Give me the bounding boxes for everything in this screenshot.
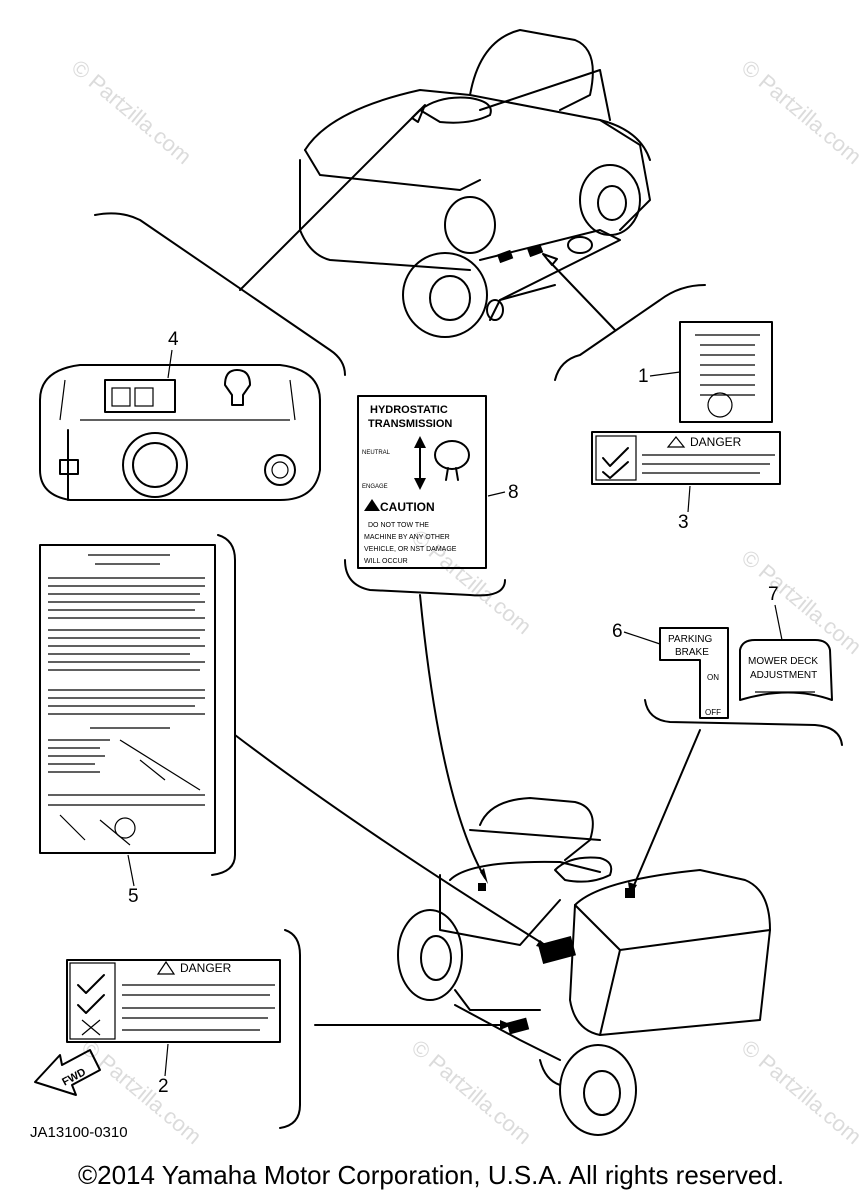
mower-deck-adjustment-decal: MOWER DECK ADJUSTMENT <box>739 639 833 701</box>
hydro-body-3: VEHICLE, OR NST DAMAGE <box>364 546 457 553</box>
callout-1: 1 <box>638 366 649 387</box>
leader-line <box>234 734 546 946</box>
watermark: © Partzilla.com <box>737 1035 862 1149</box>
watermark: © Partzilla.com <box>737 545 862 659</box>
leader-line <box>419 594 486 879</box>
bracket-line <box>554 284 706 381</box>
mower-deck-line2: ADJUSTMENT <box>750 670 817 681</box>
hydro-caution: CAUTION <box>380 500 435 514</box>
watermark: © Partzilla.com <box>407 1035 537 1149</box>
hydro-neutral: NEUTRAL <box>362 450 391 456</box>
callout-5: 5 <box>128 886 139 907</box>
leader-line <box>623 631 661 645</box>
hydro-engage: ENGAGE <box>362 484 388 490</box>
callout-3: 3 <box>678 512 689 533</box>
dash-panel-decal <box>39 364 321 501</box>
callout-7: 7 <box>768 584 779 605</box>
hydro-title-2: TRANSMISSION <box>368 418 452 430</box>
leader-line <box>487 491 506 497</box>
danger-title-bottom: DANGER <box>180 961 232 975</box>
bracket-line <box>279 929 301 1129</box>
bracket-line <box>644 699 843 746</box>
danger-title: DANGER <box>690 435 742 449</box>
danger-decal-top: DANGER <box>591 431 781 485</box>
leader-line <box>127 854 135 887</box>
leader-line <box>631 729 701 891</box>
bracket-line <box>211 534 236 876</box>
hydro-body-1: DO NOT TOW THE <box>368 522 429 529</box>
leader-line <box>167 349 173 379</box>
callout-4: 4 <box>168 329 179 350</box>
parking-on: ON <box>707 673 719 682</box>
callout-6: 6 <box>612 621 623 642</box>
callout-2: 2 <box>158 1076 169 1097</box>
parking-off: OFF <box>705 708 721 717</box>
hydro-body-2: MACHINE BY ANY OTHER <box>364 534 450 541</box>
leader-line <box>649 371 681 377</box>
spec-decal <box>679 321 773 423</box>
tractor-bottom-illustration <box>397 797 771 1136</box>
diagram-code: JA13100-0310 <box>30 1124 128 1141</box>
parking-brake-decal: PARKING BRAKE ON OFF <box>659 627 729 719</box>
tractor-top-illustration <box>299 29 651 338</box>
hydro-title-1: HYDROSTATIC <box>370 404 448 416</box>
bracket-line <box>344 559 506 597</box>
fwd-label: FWD <box>60 1066 88 1088</box>
leader-line <box>687 485 691 513</box>
callout-8: 8 <box>508 482 519 503</box>
leader-line <box>774 604 783 641</box>
leader-line <box>547 259 616 331</box>
hydrostatic-transmission-decal: HYDROSTATIC TRANSMISSION NEUTRAL ENGAGE … <box>357 395 487 569</box>
watermark: © Partzilla.com <box>737 55 862 169</box>
leader-line <box>164 1043 169 1077</box>
watermark: © Partzilla.com <box>407 525 537 639</box>
watermark: © Partzilla.com <box>67 55 197 169</box>
hydro-body-4: WILL OCCUR <box>364 558 408 565</box>
parking-brake-line1: PARKING <box>668 634 712 645</box>
danger-decal-bottom: DANGER <box>66 959 281 1043</box>
bracket-line <box>94 212 346 376</box>
mower-deck-line1: MOWER DECK <box>748 656 818 667</box>
parking-brake-line2: BRAKE <box>675 647 709 658</box>
copyright-notice: ©2014 Yamaha Motor Corporation, U.S.A. A… <box>77 1160 785 1190</box>
warning-decal-large <box>39 544 216 854</box>
leader-line <box>239 109 421 291</box>
